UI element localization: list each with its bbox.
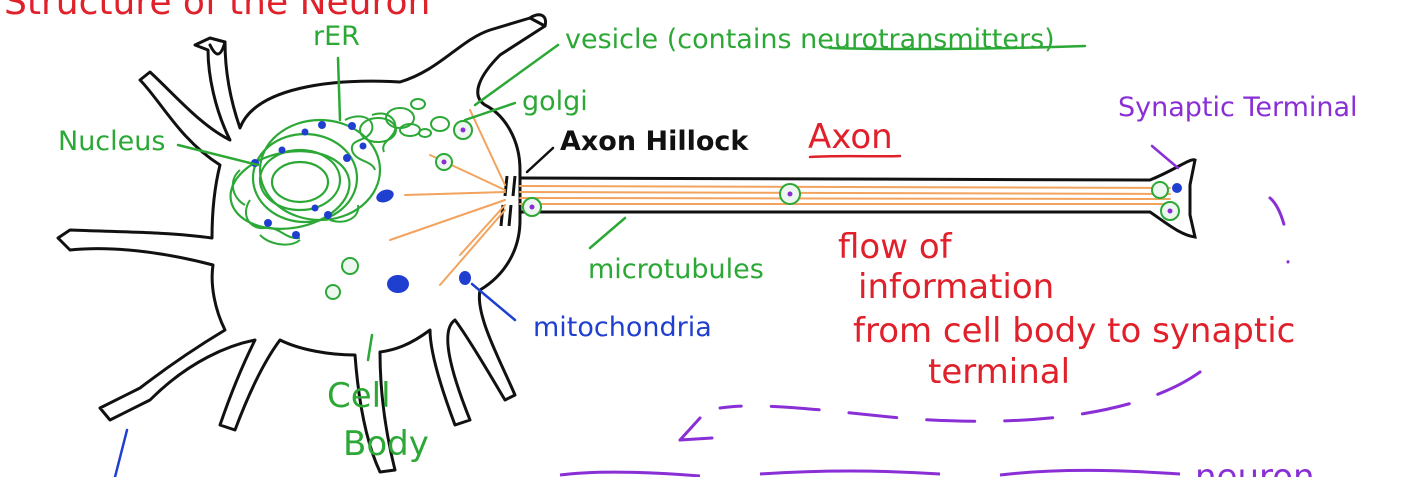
flow-text-line-4: terminal — [928, 352, 1070, 392]
golgi — [411, 99, 449, 137]
cell-label: Cell — [327, 376, 391, 416]
synaptic-terminal-label: Synaptic Terminal — [1118, 92, 1358, 123]
mitochondria — [374, 187, 471, 293]
flow-text-line-1: flow of — [838, 227, 953, 267]
vesicle-label: vesicle (contains neurotransmitters) — [565, 24, 1055, 55]
axon-label: Axon — [808, 117, 893, 157]
mitochondria-label: mitochondria — [533, 312, 712, 343]
bottom-partial-label: neuron — [1195, 457, 1315, 477]
cell-body-outline — [58, 15, 546, 472]
flow-text-line-2: information — [858, 267, 1054, 307]
nucleus-label: Nucleus — [58, 126, 165, 157]
golgi-label: golgi — [522, 86, 588, 117]
diagram-title: Structure of the Neuron — [4, 0, 430, 23]
body-label: Body — [343, 424, 429, 464]
bottom-partial-strokes — [560, 470, 1180, 476]
axon-hillock-label: Axon Hillock — [560, 126, 749, 157]
rer-label: rER — [313, 21, 360, 52]
flow-text-line-3: from cell body to synaptic — [853, 311, 1295, 351]
microtubules-label: microtubules — [588, 254, 764, 285]
